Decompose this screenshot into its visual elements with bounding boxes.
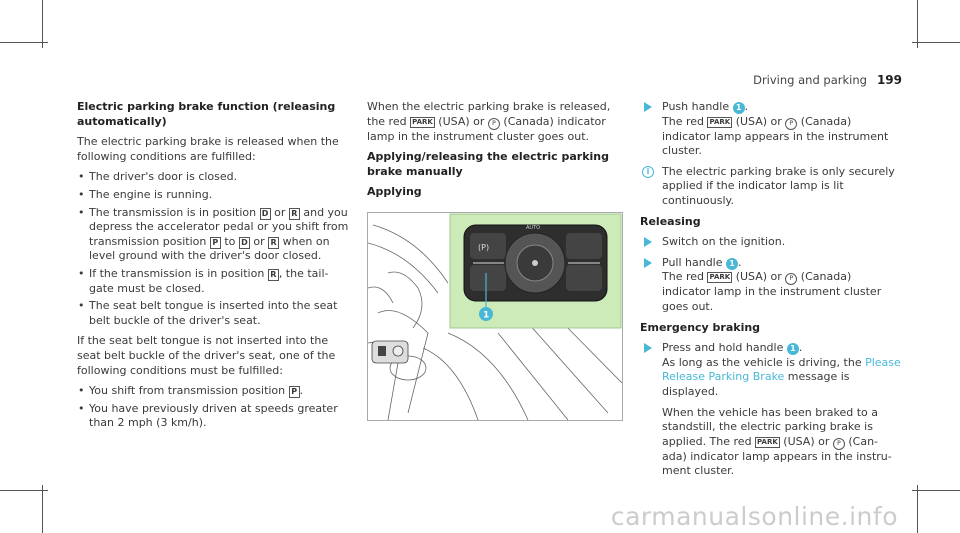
step-arrow-icon	[644, 102, 652, 112]
auto-label: AUTO	[526, 225, 540, 231]
park-indicator-icon: PARK	[755, 436, 780, 448]
section-heading: Applying/releasing the electric parking …	[367, 150, 609, 178]
handle-1	[470, 265, 506, 291]
display-message: Please Release Parking Brake	[662, 355, 901, 384]
column-2: When the electric parking brake is relea…	[367, 100, 624, 206]
park-indicator-icon: PARK	[707, 116, 733, 128]
page-number: 199	[876, 73, 902, 87]
dashboard-illustration: (P) AUTO 1	[368, 213, 622, 420]
crop-mark	[912, 490, 960, 491]
conditions-list: The driver's door is closed. The engine …	[77, 170, 349, 328]
column-1: Electric parking brake function (releasi…	[77, 100, 349, 437]
page-header: Driving and parking 199	[753, 73, 902, 87]
gear-d-icon: D	[238, 236, 250, 249]
column-3: Push handle 1. The red PARK (USA) or P (…	[640, 100, 902, 485]
crop-mark	[0, 490, 48, 491]
gear-r-icon: R	[267, 268, 279, 281]
paragraph: If the seat belt tongue is not inserted …	[77, 334, 336, 377]
gear-p-icon: P	[209, 236, 221, 249]
switch-knob-icon	[392, 345, 404, 357]
instruction-step: Switch on the ignition.	[640, 235, 902, 250]
sub-heading: Emergency braking	[640, 320, 761, 334]
sub-heading: Applying	[367, 185, 422, 199]
switch-icon	[378, 346, 386, 356]
gear-d-icon: D	[259, 207, 271, 220]
parking-brake-indicator-icon: P	[785, 273, 798, 286]
instruction-step: Pull handle 1. The red PARK (USA) or P (…	[640, 256, 902, 315]
list-item: The engine is running.	[77, 188, 349, 203]
list-item: You have previously driven at speeds gre…	[77, 402, 349, 431]
info-icon: i	[642, 165, 654, 178]
callout-1-icon: 1	[726, 257, 739, 270]
crop-mark	[42, 485, 43, 533]
step-arrow-icon	[644, 343, 652, 354]
crop-mark	[0, 42, 48, 43]
control-button	[566, 233, 602, 259]
gear-p-icon: P	[288, 386, 300, 399]
parking-brake-indicator-icon: P	[832, 437, 845, 450]
crop-mark	[912, 42, 960, 43]
intro-paragraph: The electric parking brake is released w…	[77, 135, 339, 163]
parking-brake-indicator-icon: P	[487, 117, 500, 130]
step-arrow-icon	[644, 257, 652, 268]
parking-brake-illustration: (P) AUTO 1	[367, 212, 623, 421]
list-item: The driver's door is closed.	[77, 170, 349, 185]
section-heading: Electric parking brake function (releasi…	[77, 100, 336, 128]
crop-mark	[917, 485, 918, 533]
instruction-step: Press and hold handle 1. As long as the …	[640, 341, 902, 479]
step-arrow-icon	[644, 237, 652, 248]
callout-1-icon: 1	[732, 102, 745, 114]
paragraph: When the electric parking brake is relea…	[367, 100, 611, 143]
instruction-step: Push handle 1. The red PARK (USA) or P (…	[640, 100, 902, 159]
callout-1	[479, 307, 493, 321]
crop-mark	[42, 0, 43, 48]
parking-brake-indicator-icon: P	[785, 117, 798, 130]
park-indicator-icon: PARK	[707, 272, 733, 284]
gear-r-icon: R	[288, 207, 300, 220]
parking-brake-button	[470, 233, 506, 259]
callout-number: 1	[483, 311, 489, 321]
list-item: If the transmission is in position R, th…	[77, 267, 349, 296]
conditions-list-2: You shift from transmission position P. …	[77, 384, 349, 431]
park-indicator-icon: PARK	[410, 116, 435, 128]
callout-1-icon: 1	[786, 343, 799, 356]
list-item: The seat belt tongue is inserted into th…	[77, 299, 349, 328]
crop-mark	[917, 0, 918, 48]
list-item: The transmission is in position D or R a…	[77, 206, 349, 264]
control-button	[566, 265, 602, 291]
gear-r-icon: R	[268, 236, 280, 249]
watermark: carmanualsonline.info	[610, 502, 898, 531]
parking-brake-symbol: (P)	[478, 243, 489, 252]
section-title: Driving and parking	[753, 73, 867, 87]
sub-heading: Releasing	[640, 214, 701, 228]
list-item: You shift from transmission position P.	[77, 384, 349, 399]
info-note: i The electric parking brake is only sec…	[640, 165, 902, 209]
